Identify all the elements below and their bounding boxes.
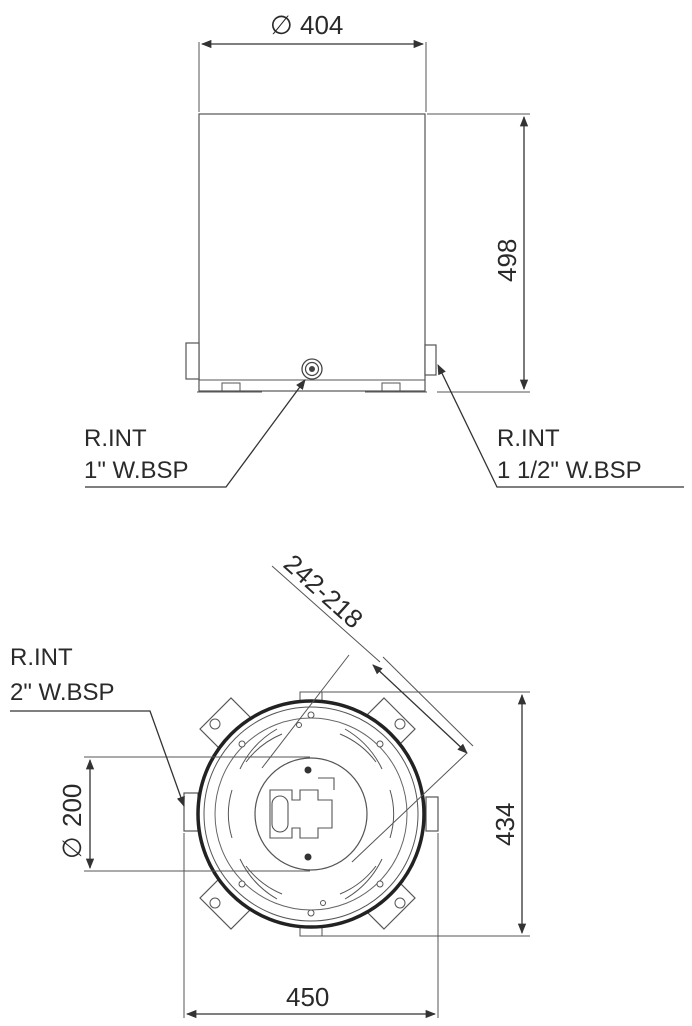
diameter-symbol: ∅ [270, 10, 293, 40]
left-callout-line2: 1" W.BSP [84, 457, 189, 484]
diagonal-extension-line [271, 565, 381, 663]
right-callout-leader [437, 364, 684, 488]
plan-callout-leader [10, 710, 185, 807]
diagonal-leader-line [351, 752, 468, 863]
diagonal-leader-line [261, 654, 350, 769]
plan-right-connection [425, 796, 439, 832]
right-inlet-connection [424, 344, 437, 376]
diagonal-dimension-line [372, 664, 468, 754]
tank-foot [221, 382, 241, 392]
plan-width-value: 450 [286, 982, 329, 1012]
plan-left-connection [183, 792, 199, 832]
outer-ring-inner [203, 706, 419, 922]
outer-ring [196, 699, 426, 929]
left-side-connection [185, 342, 200, 380]
plan-callout-line1: R.INT [10, 644, 73, 671]
right-callout-line1: R.INT [497, 425, 560, 452]
diagonal-value: 242-218 [278, 548, 369, 634]
plan-diameter-value: 200 [57, 784, 87, 827]
plan-view: ∅ 200 434 450 242-218 R.INT 2" W.BSP [10, 548, 530, 1019]
arc-slots [227, 728, 395, 900]
tank-body [198, 113, 426, 392]
right-callout-line2: 1 1/2" W.BSP [497, 457, 642, 484]
inner-plate-cutouts [269, 777, 335, 839]
inner-plate-bolts [304, 766, 312, 861]
left-callout-line1: R.INT [84, 425, 147, 452]
bottom-inlet-connection [301, 358, 323, 380]
elevation-view: ∅ 404 498 R.INT 1" W.BSP R.INT 1 1/2" [84, 10, 684, 488]
left-callout-leader [85, 379, 306, 488]
top-diameter-value: 404 [300, 10, 343, 40]
tank-foot [381, 382, 401, 392]
inner-plate [254, 757, 368, 871]
plan-height-value: 434 [490, 803, 520, 846]
plan-callout-line2: 2" W.BSP [10, 679, 115, 706]
plan-diameter-symbol: ∅ [57, 836, 87, 859]
height-value: 498 [492, 239, 522, 282]
